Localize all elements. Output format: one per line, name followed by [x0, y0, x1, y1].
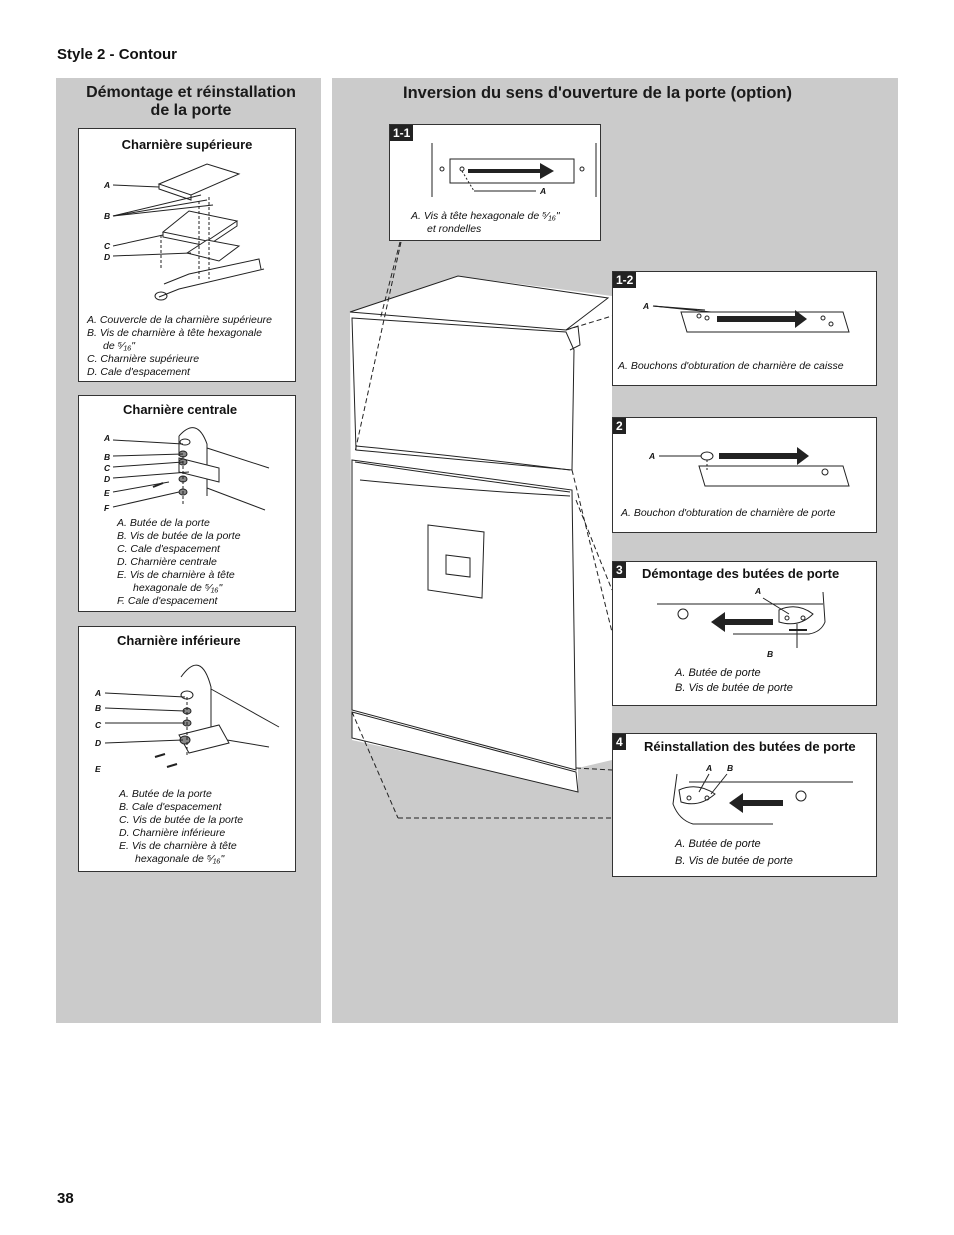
- lower-hinge-box: Charnière inférieure A B C D E A. Butée …: [78, 626, 296, 872]
- step-2-illustration: [659, 447, 850, 487]
- legend-item: A. Butée de porte: [675, 667, 761, 679]
- legend-item: A. Butée de porte: [675, 838, 761, 850]
- legend-item: et rondelles: [427, 223, 482, 235]
- legend-item: E. Vis de charnière à tête: [117, 569, 235, 581]
- step-4-legend: A. Butée de porte B. Vis de butée de por…: [675, 836, 793, 870]
- step-4-box: 4 Réinstallation des butées de porte A B…: [612, 733, 877, 877]
- step-1-2-box: 1-2 A A. Bouchons d'obturation de charni…: [612, 271, 877, 386]
- legend-item: A. Vis à tête hexagonale de ⁵⁄₁₆": [411, 210, 560, 222]
- lower-hinge-illustration: [104, 664, 280, 768]
- step-3-illustration: [657, 591, 826, 648]
- step-1-1-box: 1-1 A A. Vis à tête hexagonale de ⁵⁄₁₆" …: [389, 124, 601, 241]
- legend-item: de ⁵⁄₁₆": [103, 340, 136, 352]
- style-label: Style 2 - Contour: [57, 46, 178, 63]
- upper-label-c: C: [104, 241, 111, 251]
- step-4-label-b: B: [727, 763, 734, 773]
- step-2-box: 2 A A. Bouchon d'obturation de charnière…: [612, 417, 877, 533]
- step-1-1-badge: 1-1: [390, 125, 414, 141]
- legend-item: hexagonale de ⁵⁄₁₆": [133, 582, 223, 594]
- step-4-label-a: A: [706, 763, 713, 773]
- step-3-box: 3 Démontage des butées de porte A B A. B…: [612, 561, 877, 706]
- center-hinge-box: Charnière centrale A B C D E F A. Butée: [78, 395, 296, 612]
- upper-hinge-box: Charnière supérieure A B C D A. Couvercl…: [78, 128, 296, 382]
- center-label-f: F: [104, 503, 110, 513]
- step-3-title: Démontage des butées de porte: [642, 566, 840, 581]
- page-number: 38: [57, 1190, 74, 1207]
- upper-hinge-title: Charnière supérieure: [121, 137, 253, 152]
- lower-hinge-title: Charnière inférieure: [117, 633, 241, 648]
- legend-item: C. Vis de butée de la porte: [119, 814, 244, 826]
- upper-hinge-illustration: [112, 163, 265, 301]
- legend-item: B. Vis de butée de porte: [675, 855, 793, 867]
- center-label-b: B: [104, 452, 111, 462]
- legend-item: E. Vis de charnière à tête: [119, 840, 237, 852]
- left-title-line2: de la porte: [150, 102, 232, 119]
- lower-label-e: E: [95, 764, 101, 774]
- lower-hinge-legend: A. Butée de la porte B. Cale d'espacemen…: [119, 788, 243, 866]
- step-1-2-label-a: A: [643, 301, 650, 311]
- legend-item: B. Vis de butée de porte: [675, 682, 793, 694]
- legend-item: B. Vis de butée de la porte: [117, 530, 241, 542]
- step-3-label-b: B: [767, 649, 774, 659]
- right-panel-title: Inversion du sens d'ouverture de la port…: [403, 84, 792, 102]
- step-2-legend: A. Bouchon d'obturation de charnière de …: [621, 507, 836, 519]
- step-1-2-legend: A. Bouchons d'obturation de charnière de…: [618, 360, 844, 372]
- legend-item: B. Cale d'espacement: [119, 801, 222, 813]
- left-title-line1: Démontage et réinstallation: [86, 84, 296, 101]
- lower-label-d: D: [95, 738, 102, 748]
- step-1-1-label-a: A: [540, 186, 547, 196]
- legend-item: C. Cale d'espacement: [117, 543, 220, 555]
- center-label-c: C: [104, 463, 111, 473]
- legend-item: A. Butée de la porte: [117, 517, 210, 529]
- legend-item: F. Cale d'espacement: [117, 595, 218, 607]
- step-3-legend: A. Butée de porte B. Vis de butée de por…: [675, 666, 793, 696]
- step-2-label-a: A: [649, 451, 656, 461]
- center-label-a: A: [104, 433, 111, 443]
- step-1-2-illustration: [652, 305, 850, 333]
- upper-label-d: D: [104, 252, 111, 262]
- upper-hinge-legend: A. Couvercle de la charnière supérieure …: [87, 314, 272, 379]
- step-4-badge: 4: [613, 734, 626, 750]
- step-1-1-legend: A. Vis à tête hexagonale de ⁵⁄₁₆" et ron…: [411, 210, 560, 236]
- legend-item: hexagonale de ⁵⁄₁₆": [135, 853, 225, 865]
- step-2-badge: 2: [613, 418, 626, 434]
- legend-item: B. Vis de charnière à tête hexagonale: [87, 327, 262, 339]
- upper-label-a: A: [104, 180, 111, 190]
- legend-item: D. Charnière inférieure: [119, 827, 226, 839]
- legend-item: D. Cale d'espacement: [87, 366, 190, 378]
- legend-item: D. Charnière centrale: [117, 556, 217, 568]
- step-4-illustration: [672, 773, 853, 825]
- upper-label-b: B: [104, 211, 111, 221]
- legend-item: A. Couvercle de la charnière supérieure: [87, 314, 273, 326]
- step-1-2-badge: 1-2: [613, 272, 637, 288]
- legend-item: C. Charnière supérieure: [87, 353, 200, 365]
- lower-label-c: C: [95, 720, 102, 730]
- lower-label-b: B: [95, 703, 102, 713]
- left-panel-title: Démontage et réinstallation de la porte: [56, 84, 326, 120]
- lower-label-a: A: [95, 688, 102, 698]
- step-1-1-illustration: [431, 143, 597, 197]
- step-3-label-a: A: [755, 586, 762, 596]
- center-hinge-legend: A. Butée de la porte B. Vis de butée de …: [117, 517, 241, 608]
- center-hinge-illustration: [112, 427, 270, 511]
- center-hinge-title: Charnière centrale: [123, 402, 238, 417]
- center-label-d: D: [104, 474, 111, 484]
- step-3-badge: 3: [613, 562, 626, 578]
- center-label-e: E: [104, 488, 110, 498]
- step-4-title: Réinstallation des butées de porte: [644, 739, 856, 754]
- legend-item: A. Butée de la porte: [119, 788, 212, 800]
